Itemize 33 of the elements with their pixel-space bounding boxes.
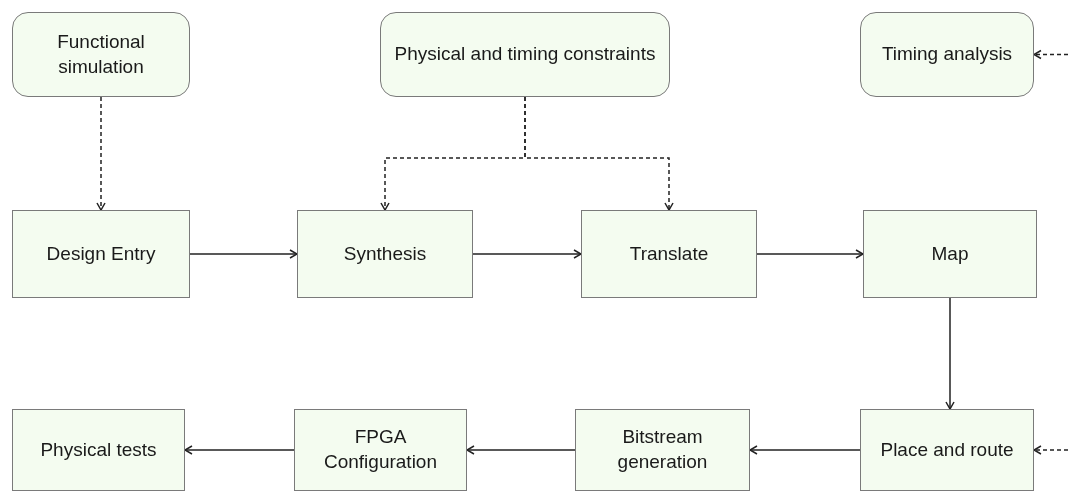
dashed-arrow [96,96,106,211]
arrow [472,249,582,259]
process-box [12,409,185,491]
box-label: Design Entry [45,241,157,266]
arrow [756,249,864,259]
arrow [184,445,295,455]
box-label: Physical tests [39,437,158,462]
dashed-arrow [524,96,674,211]
box-label: Map [930,241,970,266]
rounded-box [12,12,190,97]
dashed-arrow [1033,445,1069,455]
box-label: Functional simulation [56,29,146,79]
arrow [945,297,955,410]
box-label: Place and route [879,437,1015,462]
process-box [297,210,473,298]
box-label: Translate [628,241,710,266]
dashed-arrow [1033,49,1069,60]
rounded-box [380,12,670,97]
arrow [189,249,298,259]
process-box [294,409,467,491]
arrow [749,445,861,455]
process-box [863,210,1037,298]
process-box [12,210,190,298]
box-label: Synthesis [342,241,428,266]
process-box [575,409,750,491]
box-label: Bitstream generation [616,425,709,474]
box-label: Physical and timing constraints [393,42,657,67]
process-box [860,409,1034,491]
rounded-box [860,12,1034,97]
process-box [581,210,757,298]
box-label: Timing analysis [880,42,1014,67]
arrow [466,445,576,455]
box-label: FPGA Configuration [323,425,438,474]
